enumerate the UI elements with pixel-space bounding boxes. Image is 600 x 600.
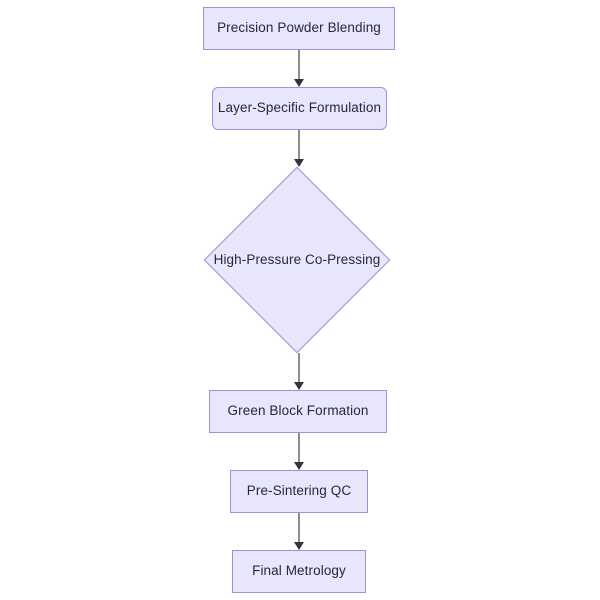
edge-line	[298, 50, 300, 80]
flowchart-node-green-block-formation[interactable]: Green Block Formation	[209, 390, 387, 433]
flowchart-node-precision-powder-blending[interactable]: Precision Powder Blending	[203, 7, 395, 50]
arrowhead-icon	[294, 79, 304, 87]
node-label: Precision Powder Blending	[217, 20, 381, 36]
flowchart-edge-n1-n2	[293, 50, 305, 87]
node-label: Layer-Specific Formulation	[217, 100, 382, 116]
arrowhead-icon	[294, 542, 304, 550]
node-label: High-Pressure Co-Pressing	[213, 251, 381, 267]
flowchart-node-pre-sintering-qc[interactable]: Pre-Sintering QC	[230, 470, 368, 513]
flowchart-edge-n3-n4	[293, 353, 305, 390]
edge-line	[298, 513, 300, 543]
flowchart-node-final-metrology[interactable]: Final Metrology	[232, 550, 366, 593]
flowchart-node-high-pressure-co-pressing[interactable]: High-Pressure Co-Pressing	[203, 166, 391, 354]
flowchart-node-layer-specific-formulation[interactable]: Layer-Specific Formulation	[212, 87, 387, 130]
arrowhead-icon	[294, 382, 304, 390]
arrowhead-icon	[294, 462, 304, 470]
edge-line	[298, 433, 300, 463]
edge-line	[298, 353, 300, 383]
flowchart-edge-n5-n6	[293, 513, 305, 550]
flowchart-edge-n4-n5	[293, 433, 305, 470]
flowchart-edge-n2-n3	[293, 130, 305, 167]
node-label: Final Metrology	[252, 563, 346, 579]
node-label: Green Block Formation	[227, 403, 369, 419]
node-label: Pre-Sintering QC	[246, 483, 352, 499]
arrowhead-icon	[294, 159, 304, 167]
edge-line	[298, 130, 300, 160]
